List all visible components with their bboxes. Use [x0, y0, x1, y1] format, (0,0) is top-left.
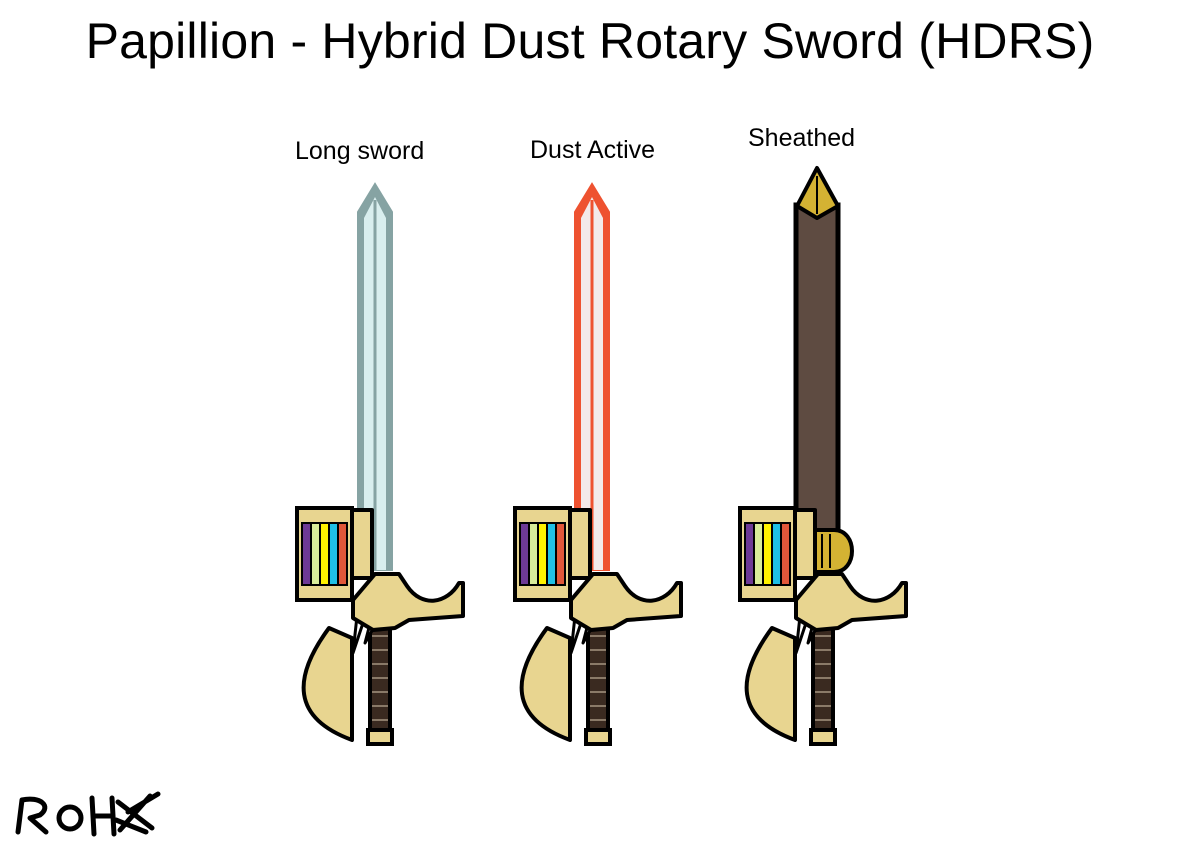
- variant-label-dust-active: Dust Active: [530, 136, 656, 164]
- dust-knob: [812, 528, 854, 574]
- scabbard: [793, 202, 841, 538]
- sword-sheathed: [738, 166, 908, 746]
- page-title: Papillion - Hybrid Dust Rotary Sword (HD…: [85, 13, 1095, 69]
- sword-long: [295, 182, 465, 746]
- sword-dust-active: [513, 182, 683, 746]
- artist-signature: [15, 791, 161, 837]
- variant-label-sheathed: Sheathed: [748, 124, 856, 152]
- variant-label-long-sword: Long sword: [295, 137, 425, 165]
